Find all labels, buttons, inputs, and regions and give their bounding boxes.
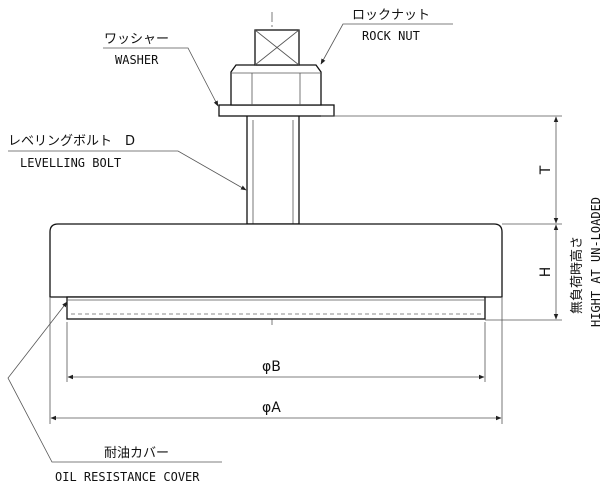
- bolt-top-cross-b: [254, 29, 300, 66]
- label-washer-en: WASHER: [115, 53, 159, 67]
- label-lock-nut-en: ROCK NUT: [362, 29, 420, 43]
- dim-note-h-jp: 無負荷時高さ: [569, 236, 585, 314]
- oil-resistance-cover: [66, 296, 486, 320]
- leader-levelling-bolt: [8, 150, 247, 191]
- base-pad: [49, 223, 503, 298]
- dim-label-t: T: [538, 165, 554, 175]
- lock-nut: [230, 64, 322, 106]
- washer: [218, 104, 335, 117]
- label-lock-nut-jp: ロックナット: [352, 8, 430, 23]
- label-levelling-bolt-en: LEVELLING BOLT: [20, 156, 121, 170]
- dim-label-phi-b: φB: [262, 359, 281, 375]
- dim-label-h: H: [538, 267, 554, 278]
- leader-oil-cover: [7, 301, 222, 463]
- label-washer-jp: ワッシャー: [104, 32, 169, 47]
- label-levelling-bolt-jp: レベリングボルト D: [8, 134, 135, 149]
- label-oil-cover-jp: 耐油カバー: [104, 446, 169, 461]
- dim-note-h-en: HIGHT AT UN-LOADED: [589, 197, 603, 327]
- leader-washer: [103, 47, 219, 107]
- dim-label-phi-a: φA: [262, 400, 281, 416]
- leader-lock-nut: [320, 23, 453, 65]
- label-oil-cover-en: OIL RESISTANCE COVER: [55, 470, 200, 484]
